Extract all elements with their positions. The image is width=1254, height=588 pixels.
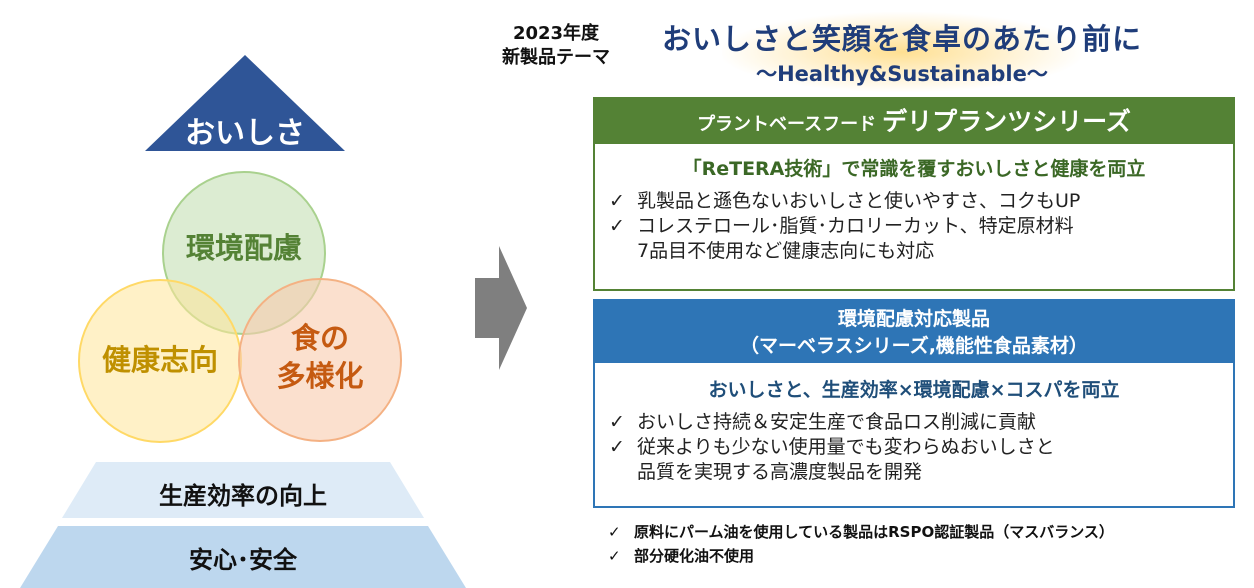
- year-label-line2: 新製品テーマ: [502, 47, 610, 68]
- safety-tier: [20, 526, 466, 588]
- plant-based-box: プラントベースフードデリプランツシリーズ 「ReTERA技術」で常識を覆すおいし…: [593, 97, 1235, 291]
- check-icon: ✓: [609, 215, 625, 237]
- right-arrow-icon: [475, 246, 527, 370]
- footnote-hydrogenated-oil: ✓部分硬化油不使用: [608, 544, 1114, 568]
- check-icon: ✓: [608, 523, 621, 541]
- main-subtitle: ～Healthy&Sustainable～: [756, 62, 1048, 86]
- food-diversity-label-1: 食の: [290, 321, 349, 355]
- plant-based-header: プラントベースフードデリプランツシリーズ: [595, 99, 1233, 144]
- list-item: ✓従来よりも少ない使用量でも変わらぬおいしさと: [609, 436, 1055, 458]
- plant-based-bullets: ✓乳製品と遜色ないおいしさと使いやすさ、コクもUP ✓コレステロール･脂質･カロ…: [595, 189, 1233, 264]
- plant-based-subtitle: 「ReTERA技術」で常識を覆すおいしさと健康を両立: [682, 158, 1146, 180]
- check-icon: ✓: [609, 411, 625, 433]
- efficiency-tier: [62, 462, 424, 518]
- diagram-shapes: [20, 55, 466, 588]
- eco-products-box: 環境配慮対応製品 （マーベラスシリーズ,機能性食品素材） おいしさと、生産効率×…: [593, 299, 1235, 508]
- check-icon: ✓: [608, 547, 621, 565]
- list-item-continued: 品質を実現する高濃度製品を開発: [637, 461, 923, 483]
- footnote-rspo: ✓原料にパーム油を使用している製品はRSPO認証製品（マスバランス）: [608, 520, 1114, 544]
- year-theme-label: 2023年度 新製品テーマ: [486, 22, 626, 70]
- plant-based-category: プラントベースフード: [697, 114, 877, 135]
- safety-label: 安心･安全: [189, 546, 297, 574]
- eco-products-title: 環境配慮対応製品: [837, 308, 990, 330]
- food-diversity-label-2: 多様化: [276, 359, 364, 393]
- year-label-line1: 2023年度: [512, 23, 600, 44]
- footnotes: ✓原料にパーム油を使用している製品はRSPO認証製品（マスバランス） ✓部分硬化…: [608, 520, 1114, 568]
- value-diagram: おいしさ 環境配慮 健康志向 食の 多様化 生産効率の向上 安心･安全: [0, 0, 470, 588]
- deliplants-series-title: デリプランツシリーズ: [882, 107, 1131, 136]
- list-item: ✓おいしさ持続＆安定生産で食品ロス削減に貢献: [609, 411, 1037, 433]
- main-title: おいしさと笑顔を食卓のあたり前に: [661, 22, 1142, 56]
- efficiency-label: 生産効率の向上: [159, 482, 327, 510]
- eco-products-bullets: ✓おいしさ持続＆安定生産で食品ロス削減に貢献 ✓従来よりも少ない使用量でも変わら…: [595, 410, 1233, 485]
- check-icon: ✓: [609, 436, 625, 458]
- main-title-block: おいしさと笑顔を食卓のあたり前に ～Healthy&Sustainable～: [632, 12, 1172, 92]
- health-label: 健康志向: [101, 343, 218, 377]
- eco-products-series: （マーベラスシリーズ,機能性食品素材）: [740, 335, 1088, 357]
- food-diversity-circle: [238, 278, 402, 442]
- list-item-continued: 7品目不使用など健康志向にも対応: [637, 240, 935, 262]
- title-glow: [722, 12, 1082, 92]
- list-item: ✓乳製品と遜色ないおいしさと使いやすさ、コクもUP: [609, 190, 1081, 212]
- eco-products-subtitle: おいしさと、生産効率×環境配慮×コスパを両立: [708, 379, 1120, 401]
- list-item: ✓コレステロール･脂質･カロリーカット、特定原材料: [609, 215, 1074, 237]
- apex-label: おいしさ: [185, 116, 305, 151]
- apex-triangle: [145, 55, 345, 151]
- check-icon: ✓: [609, 190, 625, 212]
- environment-label: 環境配慮: [185, 231, 302, 265]
- eco-products-header: 環境配慮対応製品 （マーベラスシリーズ,機能性食品素材）: [595, 301, 1233, 363]
